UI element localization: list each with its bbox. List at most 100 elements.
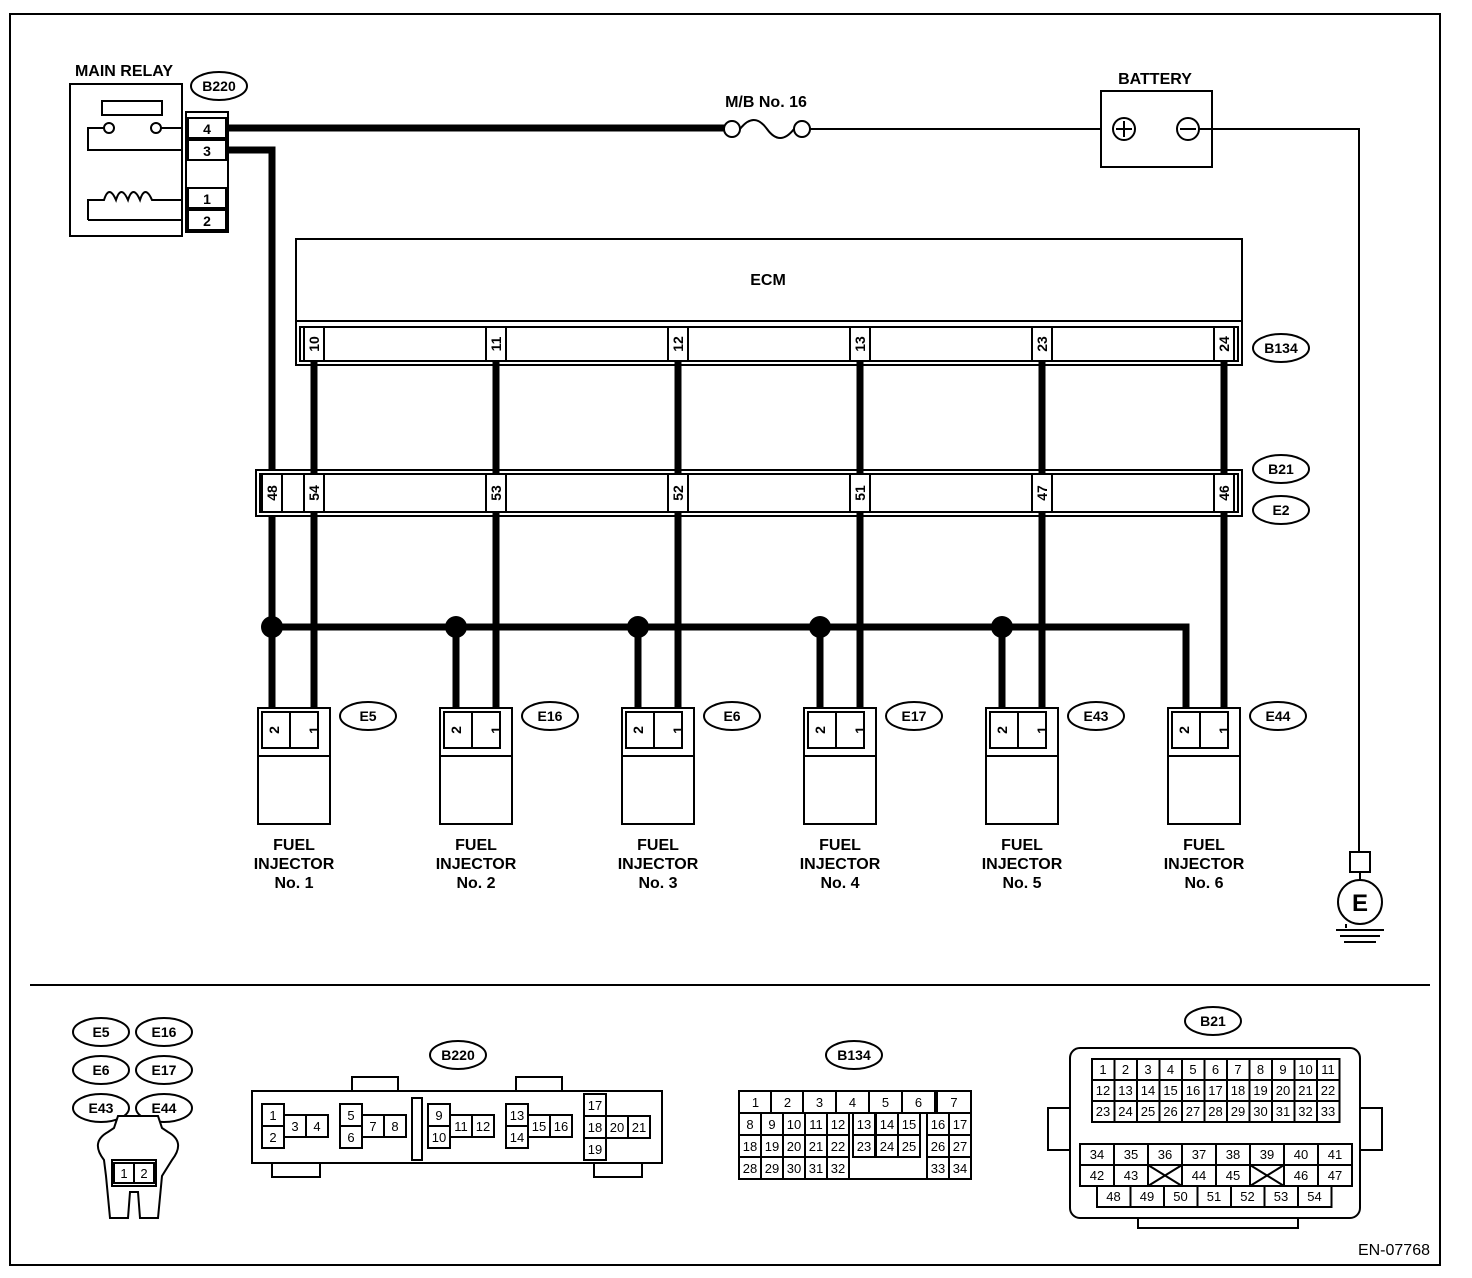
injector-tag xyxy=(339,701,397,731)
b134-pin-label: 30 xyxy=(787,1161,801,1176)
b134-pin-label: 7 xyxy=(950,1095,957,1110)
wire-battery-to-ground xyxy=(1199,128,1360,852)
b134-pin-label: 26 xyxy=(931,1139,945,1154)
b134-pin-label: 31 xyxy=(809,1161,823,1176)
injector-label-3: No. 6 xyxy=(1184,875,1223,892)
injector-pin-a: 2 xyxy=(266,726,282,734)
b21-pin-label: 53 xyxy=(1274,1189,1288,1204)
b134-pin-label: 22 xyxy=(831,1139,845,1154)
b220-pin-label: 13 xyxy=(510,1108,524,1123)
relay-pin-1: 1 xyxy=(203,191,211,207)
junction-pin-label: 51 xyxy=(852,485,868,501)
injector-face-pin2-label: 2 xyxy=(140,1166,147,1181)
injector-tag-label: E44 xyxy=(1266,708,1291,724)
legend-injector-tag-label: E44 xyxy=(152,1100,177,1116)
injector-label-3: No. 1 xyxy=(274,875,313,892)
b134-pin-label: 3 xyxy=(816,1095,823,1110)
b21-pin-label: 1 xyxy=(1099,1062,1106,1077)
injector-pin-a: 2 xyxy=(994,726,1010,734)
relay-pin-3: 3 xyxy=(203,143,211,159)
doc-id: EN-07768 xyxy=(1358,1242,1430,1259)
junction-dot xyxy=(445,616,467,638)
ecm-label: ECM xyxy=(750,272,786,289)
injector-label-1: FUEL xyxy=(273,837,315,854)
fuse-label: M/B No. 16 xyxy=(725,94,807,111)
injector-body xyxy=(803,755,877,825)
injector-body xyxy=(985,755,1059,825)
b21-pin-label: 27 xyxy=(1186,1104,1200,1119)
b21-pin-label: 45 xyxy=(1226,1168,1240,1183)
b21-pin-label: 9 xyxy=(1279,1062,1286,1077)
b21-pin-label: 34 xyxy=(1090,1147,1104,1162)
injector-pin-cell xyxy=(261,711,291,749)
b21-pin-label: 8 xyxy=(1257,1062,1264,1077)
junction-pin-label: 52 xyxy=(670,485,686,501)
injector-pin-a: 2 xyxy=(448,726,464,734)
junction-pin-label: 48 xyxy=(264,485,280,501)
injector-label-3: No. 2 xyxy=(456,875,495,892)
e2-tag-label: E2 xyxy=(1272,502,1289,518)
b134-pin-cell xyxy=(897,1134,921,1158)
junction-pin-label: 47 xyxy=(1034,485,1050,501)
injector-pin-cell xyxy=(1199,711,1229,749)
injector-label-2: INJECTOR xyxy=(618,856,699,873)
b220-pin-label: 19 xyxy=(588,1142,602,1157)
b21-pin-label: 20 xyxy=(1276,1083,1290,1098)
b134-pin-label: 24 xyxy=(880,1139,894,1154)
b21-pin-label: 4 xyxy=(1167,1062,1174,1077)
junction-dot xyxy=(809,616,831,638)
relay-pin-1-cell xyxy=(187,187,227,209)
b21-pin-label: 21 xyxy=(1298,1083,1312,1098)
b21-pin-label: 54 xyxy=(1307,1189,1321,1204)
b21-pin-label: 23 xyxy=(1096,1104,1110,1119)
b21-pin-label: 44 xyxy=(1192,1168,1206,1183)
b21-pin-cell xyxy=(1297,1185,1333,1208)
relay-pin-2: 2 xyxy=(203,213,211,229)
b21-pin-label: 10 xyxy=(1298,1062,1312,1077)
legend-b134-tag xyxy=(825,1040,883,1070)
main-relay: MAIN RELAY 4 3 1 2 B220 xyxy=(69,63,248,237)
power-bus xyxy=(272,623,1190,708)
injector-tag xyxy=(885,701,943,731)
relay-contact-left xyxy=(103,122,115,134)
b21-pin-cell xyxy=(1317,1164,1353,1187)
b21-pin-label: 7 xyxy=(1234,1062,1241,1077)
injector-tag-label: E5 xyxy=(359,708,376,724)
b134-pin-label: 9 xyxy=(768,1117,775,1132)
b220-tag xyxy=(190,71,248,101)
injector-pin-b: 1 xyxy=(1216,726,1232,734)
b134-pin-cell xyxy=(948,1156,972,1180)
legend-injector-tag xyxy=(72,1017,130,1047)
main-relay-label: MAIN RELAY xyxy=(75,63,173,80)
b220-foot-left xyxy=(271,1162,321,1178)
injector-pin-b: 1 xyxy=(670,726,686,734)
injector-pin-b: 1 xyxy=(306,726,322,734)
wire-relay3-to-junction xyxy=(228,146,276,478)
injector-body xyxy=(257,755,331,825)
injector-pin-cell xyxy=(471,711,501,749)
b21-pin-label: 33 xyxy=(1321,1104,1335,1119)
injector-pin-a: 2 xyxy=(1176,726,1192,734)
b21-pin-label: 40 xyxy=(1294,1147,1308,1162)
b220-pin-label: 5 xyxy=(347,1108,354,1123)
injector-label-3: No. 4 xyxy=(820,875,859,892)
b220-pin-label: 4 xyxy=(313,1119,320,1134)
relay-pin-4: 4 xyxy=(203,121,211,137)
b220-pin-label: 14 xyxy=(510,1130,524,1145)
b21-pin-label: 52 xyxy=(1240,1189,1254,1204)
injector-body xyxy=(439,755,513,825)
legend-b21-title: B21 xyxy=(1200,1013,1226,1029)
injector-tag xyxy=(521,701,579,731)
battery: BATTERY xyxy=(1100,71,1213,168)
b220-pin-label: 21 xyxy=(632,1120,646,1135)
b134-pin-label: 15 xyxy=(902,1117,916,1132)
injector-tag xyxy=(1067,701,1125,731)
b220-foot-right xyxy=(593,1162,643,1178)
